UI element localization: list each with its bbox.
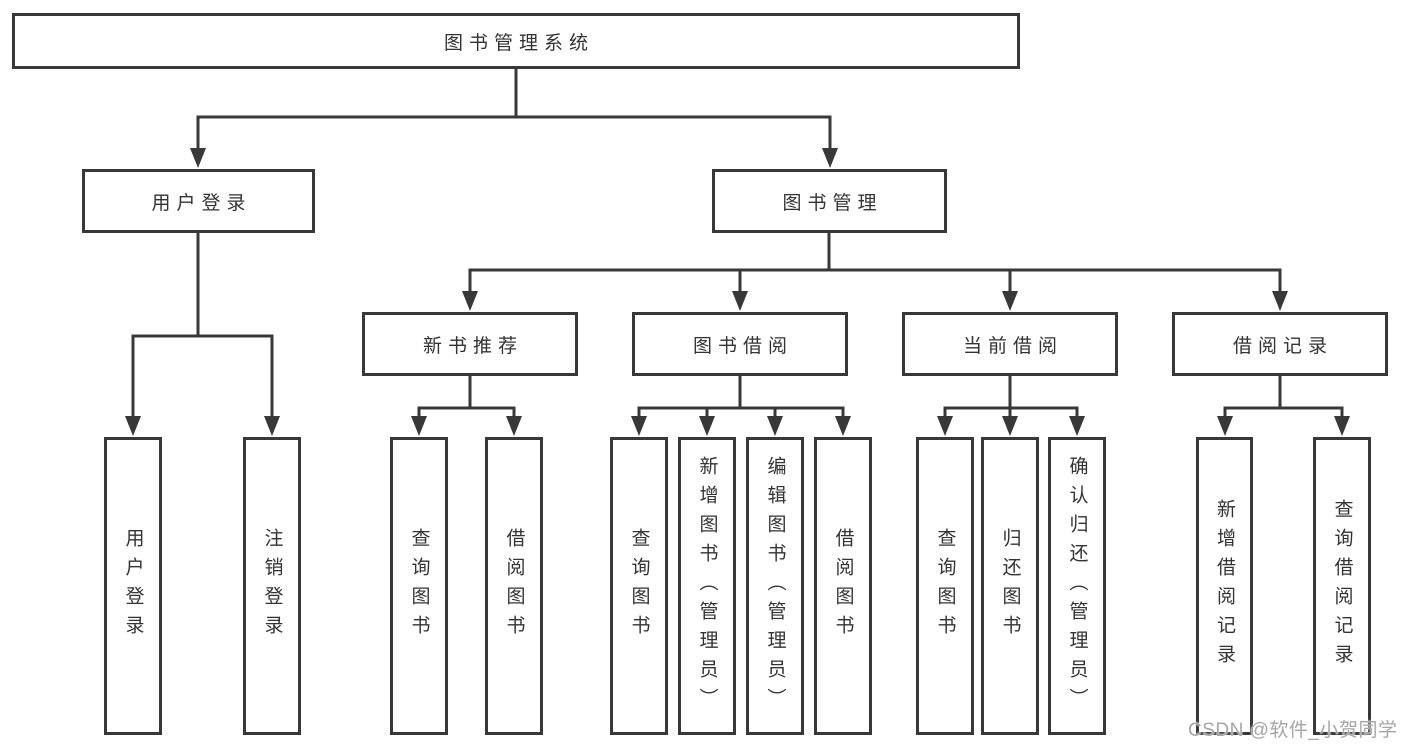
leaf-nb-query-books-label: 查询图书	[408, 528, 430, 644]
leaf-cb-query-books-label: 查询图书	[934, 528, 956, 644]
leaf-bb-edit-books-admin: 编辑图书（管理员）	[746, 437, 804, 735]
csdn-watermark: CSDN @软件_小贺同学	[1188, 720, 1398, 741]
leaf-bb-borrow-books: 借阅图书	[814, 437, 872, 735]
leaf-bb-borrow-books-label: 借阅图书	[832, 528, 854, 644]
leaf-cb-return-books: 归还图书	[981, 437, 1039, 735]
node-library-system-label: 图书管理系统	[443, 32, 594, 54]
node-book-borrow-label: 图书借阅	[692, 335, 793, 357]
leaf-bb-add-books-admin-label: 新增图书（管理员）	[696, 455, 718, 717]
leaf-br-query-record: 查询借阅记录	[1313, 437, 1371, 735]
leaf-br-add-record: 新增借阅记录	[1196, 437, 1253, 735]
leaf-bb-query-books-label: 查询图书	[628, 528, 650, 644]
node-borrow-records-label: 借阅记录	[1232, 335, 1333, 357]
leaf-user-login: 用户登录	[104, 437, 162, 735]
node-library-system: 图书管理系统	[12, 13, 1020, 69]
node-user-login-label: 用户登录	[151, 192, 252, 214]
leaf-nb-borrow-books: 借阅图书	[485, 437, 543, 735]
node-user-login: 用户登录	[82, 169, 315, 233]
leaf-bb-edit-books-admin-label: 编辑图书（管理员）	[764, 455, 786, 717]
leaf-logout: 注销登录	[243, 437, 301, 735]
leaf-nb-borrow-books-label: 借阅图书	[503, 528, 525, 644]
leaf-bb-add-books-admin: 新增图书（管理员）	[678, 437, 736, 735]
node-book-management: 图书管理	[712, 169, 947, 233]
node-new-book-recommend: 新书推荐	[362, 312, 578, 376]
leaf-cb-return-books-label: 归还图书	[999, 528, 1021, 644]
leaf-bb-query-books: 查询图书	[610, 437, 668, 735]
node-new-book-recommend-label: 新书推荐	[422, 335, 523, 357]
node-book-management-label: 图书管理	[782, 192, 883, 214]
leaf-logout-label: 注销登录	[261, 528, 283, 644]
leaf-nb-query-books: 查询图书	[390, 437, 448, 735]
node-book-borrow: 图书借阅	[632, 312, 848, 376]
leaf-br-add-record-label: 新增借阅记录	[1214, 499, 1235, 673]
leaf-user-login-label: 用户登录	[122, 528, 144, 644]
leaf-cb-query-books: 查询图书	[916, 437, 974, 735]
node-current-borrow-label: 当前借阅	[962, 335, 1063, 357]
leaf-cb-confirm-return-admin: 确认归还（管理员）	[1048, 437, 1106, 735]
node-current-borrow: 当前借阅	[902, 312, 1118, 376]
leaf-br-query-record-label: 查询借阅记录	[1331, 499, 1353, 673]
node-borrow-records: 借阅记录	[1172, 312, 1388, 376]
leaf-cb-confirm-return-admin-label: 确认归还（管理员）	[1066, 455, 1088, 717]
